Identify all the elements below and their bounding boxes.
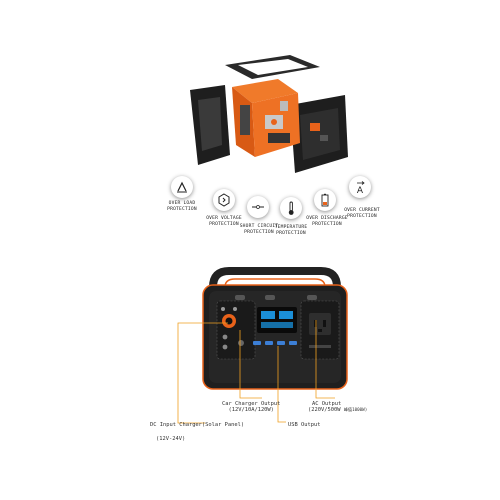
dc-input-spec: (12V-24V) bbox=[156, 436, 186, 442]
ac-output-title: AC Output bbox=[312, 401, 342, 407]
power-station-front bbox=[202, 267, 348, 390]
over-discharge-icon bbox=[314, 189, 336, 211]
dc-input-title: DC Input Charger(Solar Panel) bbox=[150, 422, 245, 428]
overcurrent-icon: A bbox=[349, 176, 371, 198]
car-charger-title: Car Charger Output bbox=[222, 401, 281, 407]
usb-output-callout: USB Output bbox=[288, 422, 320, 428]
dc-input-callout: DC Input Charger(Solar Panel) (12V-24V) bbox=[150, 422, 244, 442]
exploded-view-illustration bbox=[190, 55, 348, 173]
temperature-icon bbox=[280, 197, 302, 219]
overvoltage-icon bbox=[213, 189, 235, 211]
overload-icon bbox=[171, 176, 193, 198]
ac-output-callout: AC Output (220V/500W 峰值1000W) bbox=[308, 401, 367, 413]
short-circuit-icon bbox=[247, 196, 269, 218]
car-charger-spec: (12V/10A/120W) bbox=[228, 407, 274, 413]
ac-output-peak: 峰值1000W) bbox=[343, 407, 368, 412]
car-charger-callout: Car Charger Output (12V/10A/120W) bbox=[222, 401, 280, 413]
usb-output-title: USB Output bbox=[288, 422, 321, 428]
ac-output-spec: (220V/500W bbox=[308, 407, 341, 413]
overcurrent-symbol: A bbox=[357, 186, 364, 196]
